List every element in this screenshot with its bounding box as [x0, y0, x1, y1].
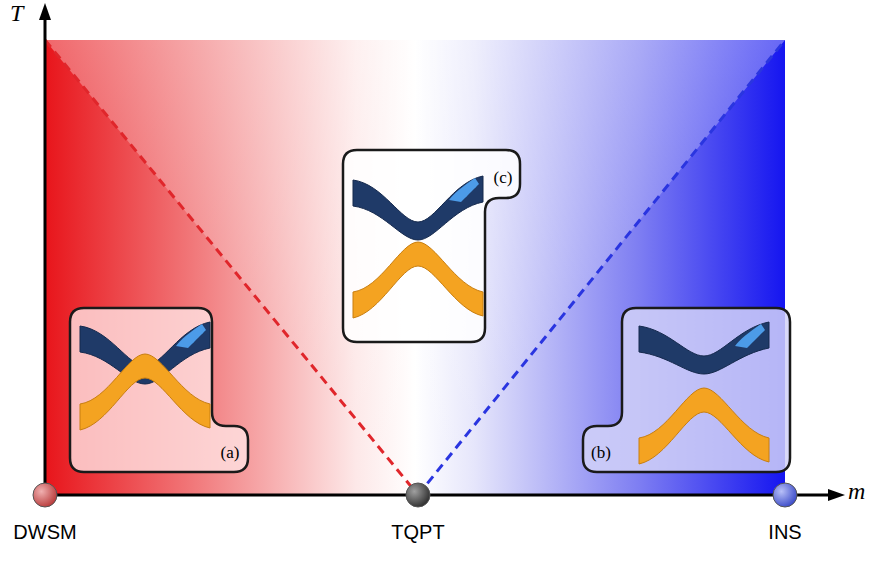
axis-arrowhead [39, 3, 51, 20]
valence-band [80, 354, 210, 430]
phase-dot [773, 483, 797, 507]
phase-region [45, 40, 785, 495]
phase-point: TQPT [368, 481, 468, 561]
m-axis [45, 494, 832, 497]
panel-label: (c) [494, 168, 513, 188]
band-highlight [449, 178, 479, 202]
band-inset: (c) [343, 150, 520, 342]
axis-arrowhead [828, 489, 845, 501]
inset-border [583, 308, 790, 472]
phase-name: DWSM [13, 521, 76, 544]
t-axis [44, 14, 47, 495]
phase-dot [406, 483, 430, 507]
panel-label: (a) [221, 443, 240, 463]
phase-point: DWSM [0, 481, 95, 561]
phase-point-marker [735, 481, 835, 511]
conduction-band [639, 322, 769, 374]
valence-band [639, 388, 769, 464]
inset-outline [583, 308, 790, 472]
axis-label: m [848, 478, 865, 505]
phase-point: INS [735, 481, 835, 561]
inset-border [70, 308, 248, 472]
inset-outline [343, 150, 520, 342]
conduction-band [353, 176, 483, 240]
critical-fan [45, 40, 785, 495]
phase-name: TQPT [391, 521, 444, 544]
axis-label: T [10, 0, 23, 27]
valence-band [353, 242, 483, 318]
phase-point-marker [368, 481, 468, 511]
panel-label: (b) [591, 443, 611, 463]
band-highlight [176, 324, 206, 348]
band-inset: (b) [583, 308, 790, 472]
phase-name: INS [768, 521, 801, 544]
band-inset: (a) [70, 308, 248, 472]
inset-border [343, 150, 520, 342]
phase-dot [33, 483, 57, 507]
band-highlight [735, 324, 765, 348]
phase-point-marker [0, 481, 95, 511]
